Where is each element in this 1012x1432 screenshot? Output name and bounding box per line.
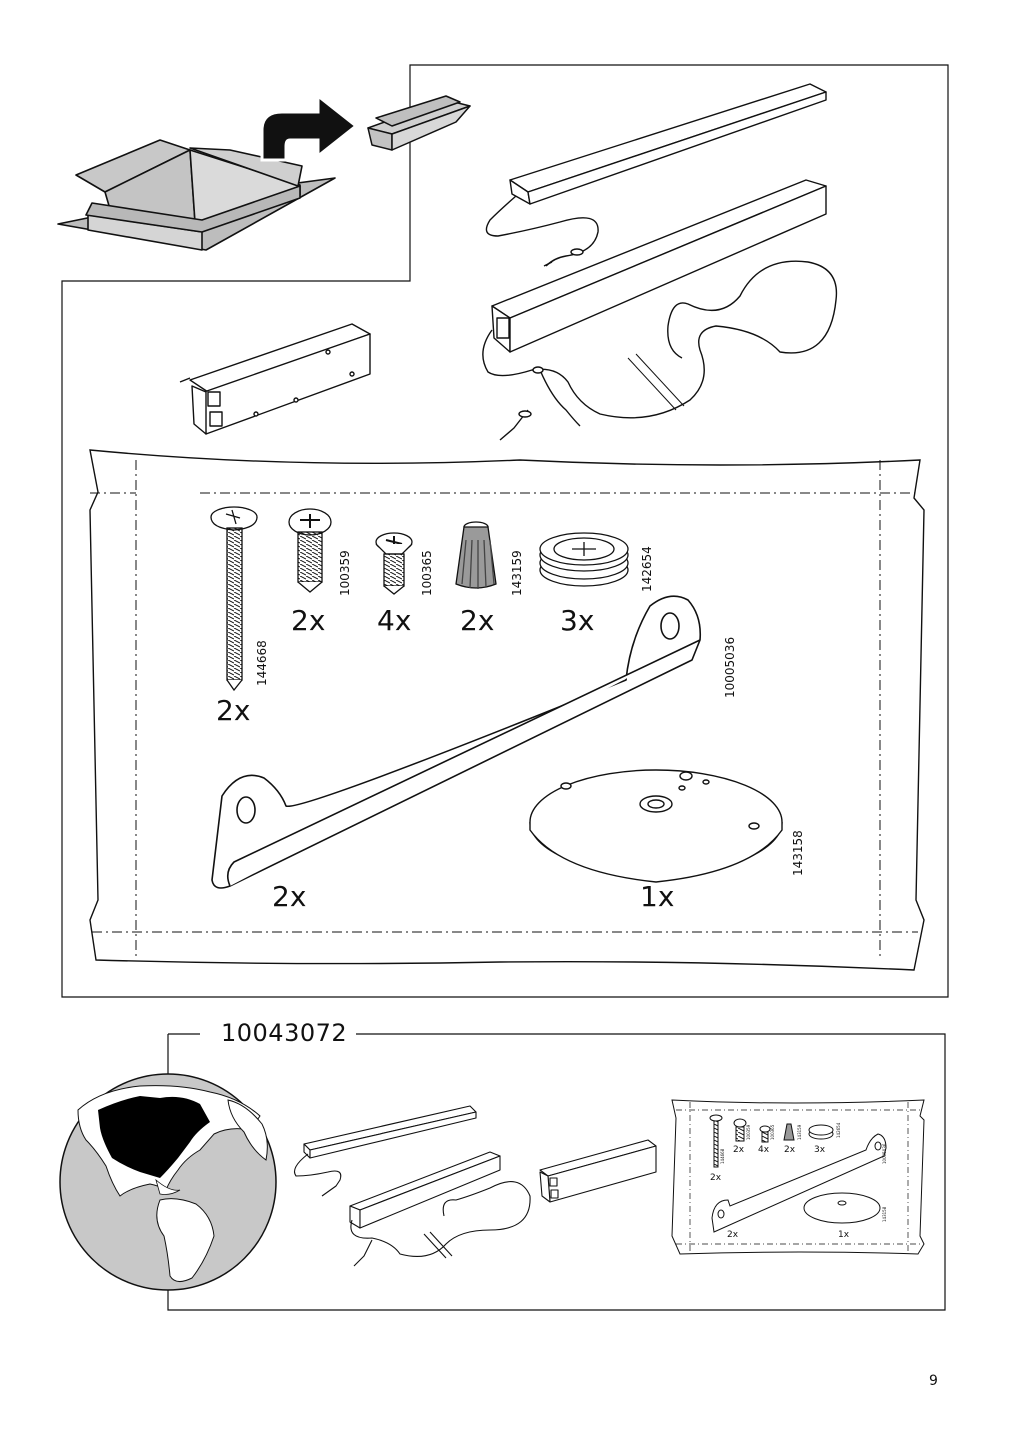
model-number: 10043072	[215, 1019, 354, 1047]
article-143158: 143158	[791, 830, 805, 876]
quantity-144668: 2x	[216, 694, 250, 727]
long-screw-illustration	[210, 506, 258, 692]
article-100365: 100365	[420, 550, 434, 596]
adhesive-disc-illustration	[539, 532, 629, 587]
arrow-icon	[260, 92, 359, 162]
bracket-illustration	[211, 595, 702, 889]
quantity-10005036: 2x	[272, 880, 306, 913]
article-142654: 142654	[640, 546, 654, 592]
mini-quantity-144668: 2x	[710, 1173, 722, 1183]
quantity-143158: 1x	[640, 880, 674, 913]
mini-article-100365: 100365	[770, 1124, 775, 1140]
flat-screw-illustration	[375, 532, 413, 595]
short-screw-illustration	[288, 508, 332, 593]
mini-led-driver-illustration	[539, 1139, 657, 1203]
article-143159: 143159	[510, 550, 524, 596]
main-frame	[61, 64, 949, 998]
mini-quantity-100359: 2x	[733, 1145, 745, 1155]
base-plate-illustration	[529, 769, 783, 883]
mini-parts-bag	[671, 1099, 925, 1255]
mini-quantity-100365: 4x	[758, 1145, 770, 1155]
quantity-100359: 2x	[291, 604, 325, 637]
mini-light-bars-illustration	[293, 1105, 531, 1267]
led-light-bar-1	[485, 83, 827, 267]
mini-article-144668: 144668	[720, 1148, 725, 1164]
led-driver-illustration	[179, 323, 371, 435]
article-100359: 100359	[338, 550, 352, 596]
mini-quantity-10005036: 2x	[727, 1230, 739, 1240]
page-number: 9	[929, 1373, 938, 1389]
mini-article-143158: 143158	[882, 1206, 887, 1222]
quantity-100365: 4x	[377, 604, 411, 637]
mini-article-142654: 142654	[836, 1122, 841, 1138]
mini-article-100359: 100359	[746, 1124, 751, 1140]
mini-quantity-143159: 2x	[784, 1145, 796, 1155]
mini-quantity-143158: 1x	[838, 1230, 850, 1240]
parts-bag	[89, 449, 925, 971]
wire-connector-illustration	[455, 521, 497, 589]
led-light-bar-2	[482, 179, 838, 441]
article-10005036: 10005036	[723, 637, 737, 698]
mini-article-143159: 143159	[797, 1124, 802, 1140]
flat-box-illustration	[367, 95, 471, 151]
quantity-143159: 2x	[460, 604, 494, 637]
quantity-142654: 3x	[560, 604, 594, 637]
mini-article-10005036: 10005036	[882, 1143, 887, 1164]
globe-north-america-icon	[59, 1073, 277, 1291]
cardboard-box-illustration	[57, 139, 336, 251]
mini-quantity-142654: 3x	[814, 1145, 826, 1155]
article-144668: 144668	[255, 640, 269, 686]
